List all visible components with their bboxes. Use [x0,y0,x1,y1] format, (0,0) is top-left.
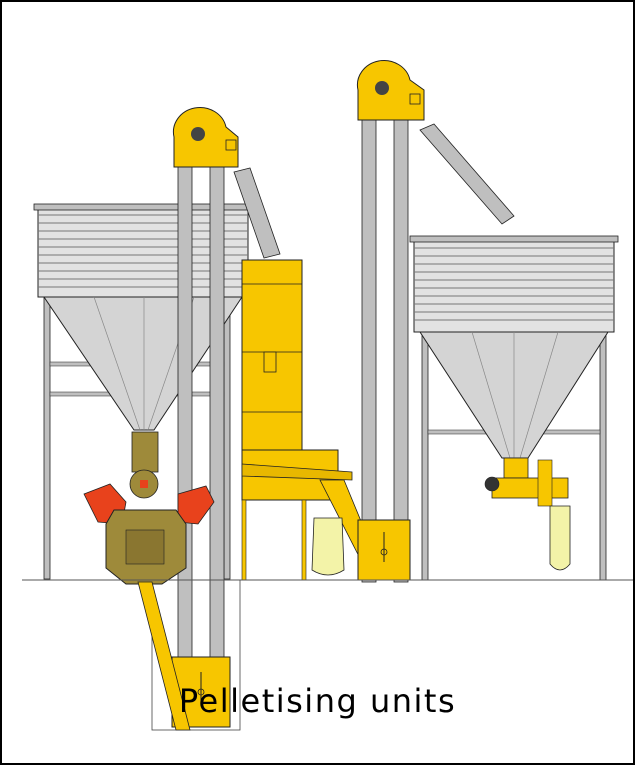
bagging-unit [484,457,571,571]
pellet-cooler [241,259,383,581]
middle-bucket-elevator [356,60,515,583]
caption: Pelletising units [178,682,457,720]
cooler-bag [311,517,345,576]
pellet-mill [83,431,215,731]
right-silo [409,235,619,581]
